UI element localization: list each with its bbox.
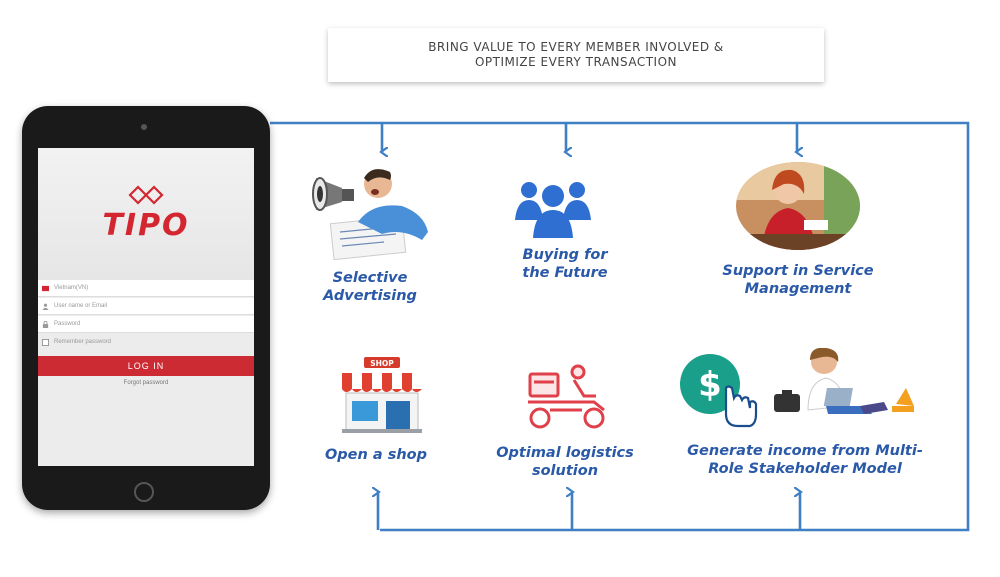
megaphone-man-icon: [312, 162, 436, 265]
label-buying-future: Buying for the Future: [495, 246, 635, 282]
label-open-shop: Open a shop: [306, 446, 446, 464]
shop-sign-text: SHOP: [370, 359, 394, 368]
tipo-logo-mark-icon: [128, 185, 164, 205]
username-input[interactable]: User name or Email: [38, 298, 254, 315]
label-logistics: Optimal logistics solution: [480, 444, 650, 480]
lock-icon: [42, 321, 49, 328]
tablet-home-button: [134, 482, 154, 502]
password-input[interactable]: Password: [38, 316, 254, 333]
logo-area: TIPO: [38, 148, 254, 280]
label-service-support: Support in Service Management: [700, 262, 896, 298]
label-income-line-2: Role Stakeholder Model: [708, 461, 902, 477]
value-banner: BRING VALUE TO EVERY MEMBER INVOLVED & O…: [328, 28, 824, 82]
password-placeholder: Password: [54, 321, 81, 327]
remember-checkbox[interactable]: Remember password: [38, 334, 254, 351]
banner-line-1: BRING VALUE TO EVERY MEMBER INVOLVED &: [428, 40, 724, 54]
label-buying-line-1: Buying for: [522, 247, 608, 263]
banner-line-2: OPTIMIZE EVERY TRANSACTION: [474, 55, 678, 69]
label-shop-line-1: Open a shop: [324, 447, 428, 463]
tablet-device: TIPO Vietnam(VN) User name or Email Pass…: [22, 106, 270, 510]
remember-label: Remember password: [54, 339, 112, 345]
tipo-logo-text: TIPO: [102, 208, 190, 243]
forgot-password-link[interactable]: Forgot password: [123, 380, 169, 386]
checkbox-icon: [42, 339, 49, 346]
shop-icon: SHOP: [340, 357, 424, 440]
label-advertising-line-1: Selective: [332, 270, 408, 286]
label-logistics-line-2: solution: [531, 463, 599, 479]
delivery-scooter-icon: [516, 362, 612, 437]
top-rail-line: [270, 121, 970, 532]
people-group-icon: [515, 176, 591, 245]
flag-icon: [42, 285, 49, 292]
freelancer-laptop-icon: [768, 347, 918, 425]
country-placeholder: Vietnam(VN): [54, 285, 89, 291]
label-service-line-1: Support in Service: [722, 263, 874, 279]
label-buying-line-2: the Future: [522, 265, 608, 281]
country-select[interactable]: Vietnam(VN): [38, 280, 254, 297]
login-screen: TIPO Vietnam(VN) User name or Email Pass…: [38, 148, 254, 466]
label-income-line-1: Generate income from Multi-: [687, 443, 923, 459]
label-logistics-line-1: Optimal logistics: [496, 445, 634, 461]
svg-text:$: $: [698, 365, 722, 405]
service-staff-photo-icon: [734, 160, 862, 257]
label-service-line-2: Management: [744, 281, 852, 297]
label-advertising-line-2: Advertising: [323, 288, 417, 304]
label-selective-advertising: Selective Advertising: [300, 269, 440, 305]
login-button[interactable]: LOG IN: [38, 356, 254, 376]
user-icon: [42, 303, 49, 310]
username-placeholder: User name or Email: [54, 303, 108, 309]
label-income: Generate income from Multi- Role Stakeho…: [660, 442, 950, 478]
tablet-camera: [141, 124, 147, 130]
dollar-hand-icon: $: [678, 352, 758, 433]
